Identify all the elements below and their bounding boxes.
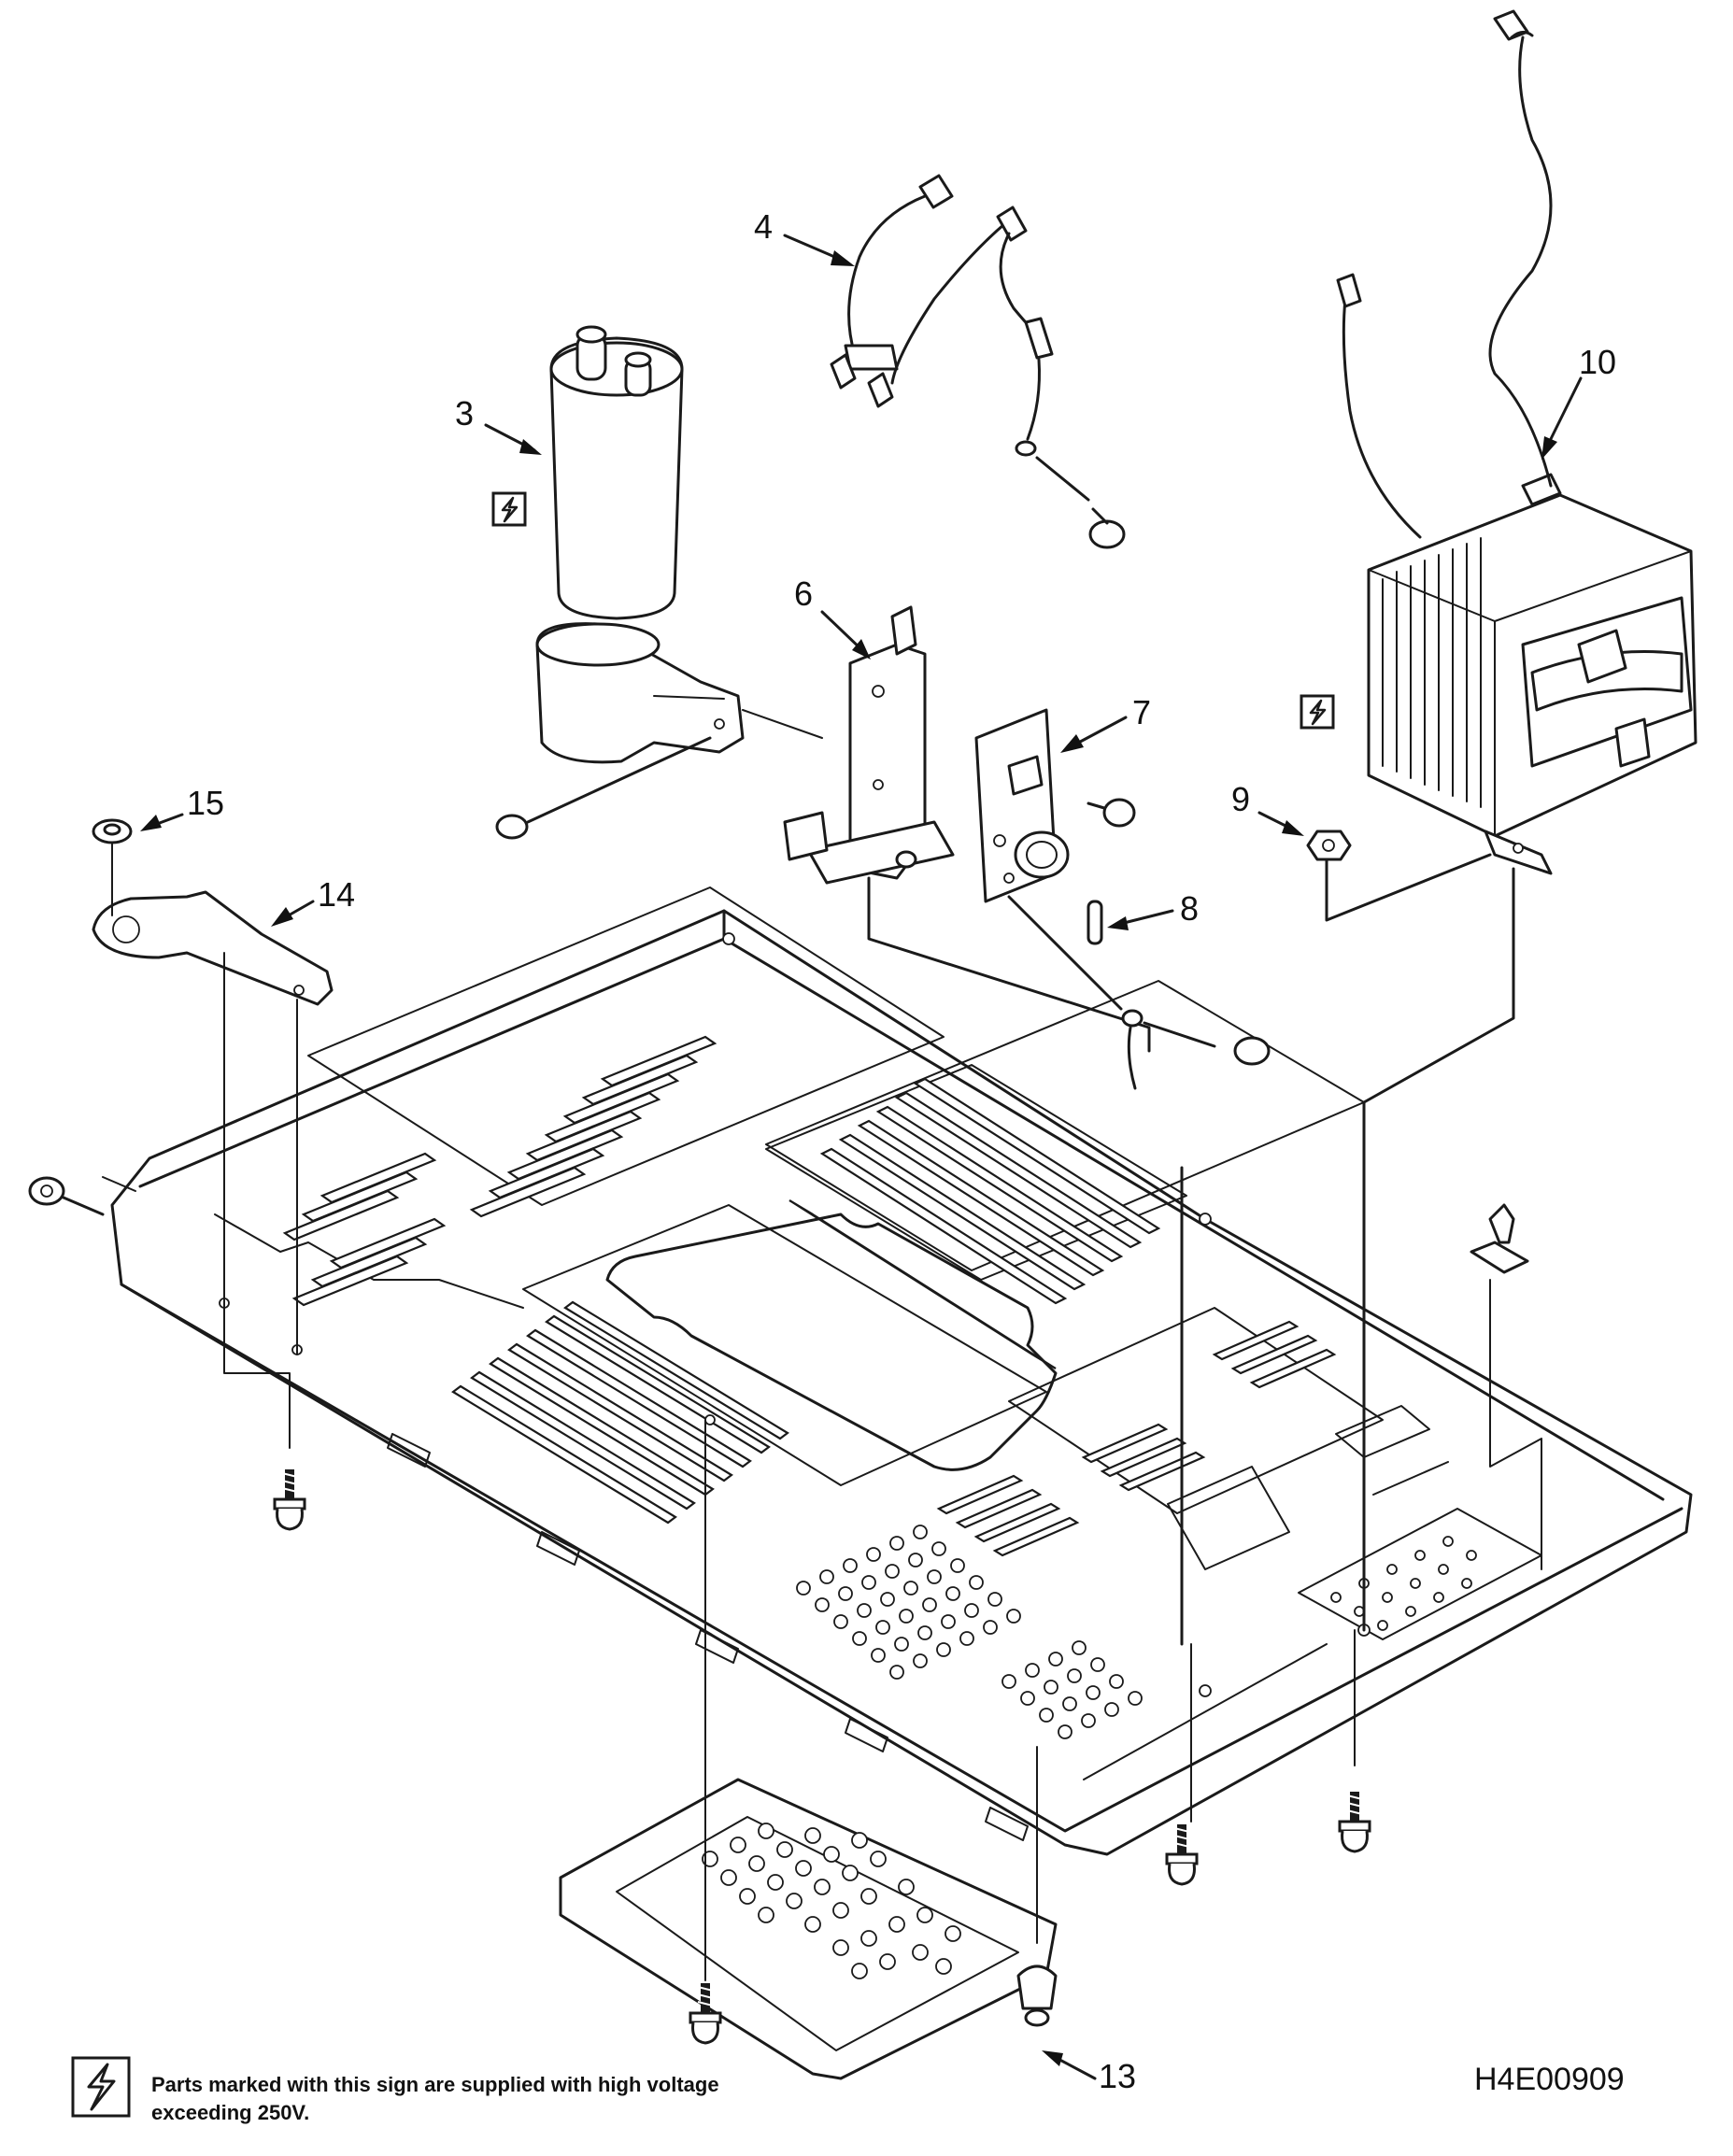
ground-wire [1007, 895, 1271, 1090]
foot-center [1167, 1824, 1197, 1884]
high-voltage-legend: Parts marked with this sign are supplied… [151, 2073, 719, 2124]
transformer-leads [1336, 9, 1553, 539]
svg-text:9: 9 [1231, 780, 1250, 818]
svg-text:13: 13 [1099, 2057, 1136, 2095]
svg-text:3: 3 [455, 394, 474, 433]
callout-4: 4 [754, 207, 855, 266]
capacitor [549, 325, 684, 620]
callout-9: 9 [1231, 780, 1304, 836]
wire-harness [830, 174, 1054, 457]
callout-13: 13 [1042, 2050, 1136, 2095]
svg-text:4: 4 [754, 207, 773, 246]
callout-8: 8 [1107, 889, 1199, 930]
washer [92, 818, 133, 844]
high-voltage-icon-transformer [1300, 694, 1335, 730]
svg-text:15: 15 [187, 784, 224, 822]
assembly-lines [102, 952, 1542, 1981]
foot-left [275, 1469, 305, 1529]
callout-10: 10 [1541, 343, 1616, 460]
wire-clip [1470, 1203, 1529, 1274]
transformer [1362, 473, 1697, 1632]
callout-7: 7 [1060, 693, 1151, 753]
svg-text:10: 10 [1579, 343, 1616, 381]
svg-text:6: 6 [794, 574, 813, 613]
mounting-bracket [92, 840, 334, 1006]
callout-15: 15 [140, 784, 224, 831]
callout-6: 6 [794, 574, 871, 660]
switch-board [974, 708, 1070, 903]
harness-screw [1035, 456, 1126, 549]
callout-3: 3 [455, 394, 542, 455]
svg-text:8: 8 [1180, 889, 1199, 928]
drawing-code: H4E00909 [1474, 2062, 1625, 2097]
high-voltage-icon-capacitor [491, 491, 527, 527]
switch-bracket [783, 605, 1184, 1646]
bottom-cover-plate [559, 1778, 1058, 2080]
switch-screw [1087, 798, 1136, 828]
high-voltage-icon [71, 2056, 131, 2118]
base-plate [110, 887, 1693, 1856]
foot-right [1340, 1792, 1370, 1851]
svg-text:7: 7 [1132, 693, 1151, 731]
pin [1087, 900, 1103, 945]
foot-13 [1016, 1965, 1058, 2027]
vent-holes [796, 1525, 1143, 1739]
callout-14: 14 [271, 875, 355, 927]
bracket-screw [495, 736, 712, 840]
svg-text:14: 14 [318, 875, 355, 914]
capacitor-bracket [535, 622, 823, 764]
side-screw [28, 1176, 105, 1216]
nut [1306, 830, 1492, 922]
